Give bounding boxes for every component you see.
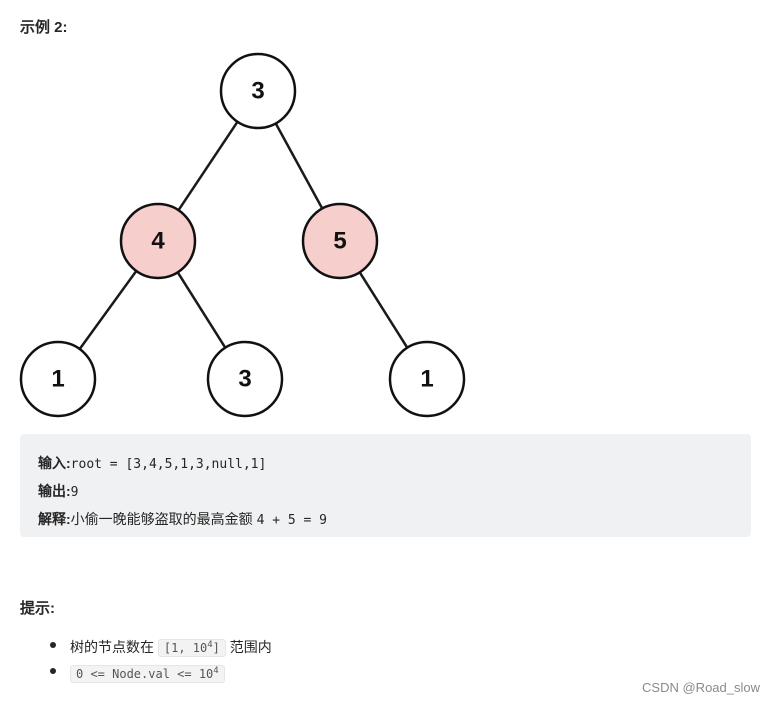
bullet-icon (50, 642, 56, 648)
node-value: 3 (238, 366, 251, 393)
explanation-line: 解释:小偷一晚能够盗取的最高金额 4 + 5 = 9 (38, 506, 733, 534)
input-label: 输入: (38, 455, 71, 471)
tree-node-root: 3 (219, 52, 297, 130)
tip-node-count-suffix: 范围内 (229, 639, 272, 655)
tree-edge (358, 271, 409, 349)
node-value: 1 (51, 366, 64, 393)
tip-node-count: 树的节点数在 [1, 104] 范围内 (50, 632, 272, 658)
tips-heading: 提示: (20, 600, 55, 617)
node-circle (19, 340, 97, 418)
tip-node-count-prefix: 树的节点数在 (70, 639, 154, 655)
node-circle (119, 202, 197, 280)
example-code-block: 输入:root = [3,4,5,1,3,null,1] 输出:9 解释:小偷一… (20, 434, 751, 537)
tree-edge (78, 270, 138, 350)
node-circle (206, 340, 284, 418)
constraint-base: 0 <= Node.val <= 10 (76, 667, 214, 681)
input-line: 输入:root = [3,4,5,1,3,null,1] (38, 450, 733, 478)
output-line: 输出:9 (38, 478, 733, 506)
tip-node-value: 0 <= Node.val <= 104 (50, 658, 272, 684)
tip-node-value-constraint: 0 <= Node.val <= 104 (70, 665, 225, 683)
tree-node-left: 4 (119, 202, 197, 280)
explanation-formula: 4 + 5 = 9 (256, 513, 328, 528)
node-value: 5 (333, 228, 346, 255)
node-value: 3 (251, 78, 264, 105)
tip-node-count-range: [1, 104] (157, 639, 226, 657)
bullet-icon (50, 668, 56, 674)
input-value: root = [3,4,5,1,3,null,1] (70, 457, 267, 472)
node-value: 1 (420, 366, 433, 393)
node-circle (219, 52, 297, 130)
tree-node-right-right: 1 (388, 340, 466, 418)
node-value: 4 (151, 228, 165, 255)
explanation-text: 小偷一晚能够盗取的最高金额 (70, 511, 253, 527)
tree-node-right: 5 (301, 202, 379, 280)
node-circle (301, 202, 379, 280)
node-circle (388, 340, 466, 418)
output-label: 输出: (38, 483, 71, 499)
binary-tree-diagram: 3 4 5 1 3 1 (19, 52, 466, 418)
constraint-exponent: 4 (213, 666, 219, 676)
output-value: 9 (70, 485, 79, 500)
tree-edge (176, 271, 227, 349)
tree-node-left-left: 1 (19, 340, 97, 418)
range-exponent: 4 (207, 640, 213, 650)
tips-list: 树的节点数在 [1, 104] 范围内 0 <= Node.val <= 104 (50, 632, 272, 684)
explanation-label: 解释: (38, 511, 71, 527)
range-base: [1, 10 (163, 641, 208, 655)
tree-node-left-right: 3 (206, 340, 284, 418)
tree-edge (274, 122, 324, 210)
csdn-watermark: CSDN @Road_slow (642, 680, 760, 695)
example-heading: 示例 2: (20, 19, 68, 36)
tree-edge (177, 121, 239, 211)
range-end: ] (212, 641, 220, 655)
